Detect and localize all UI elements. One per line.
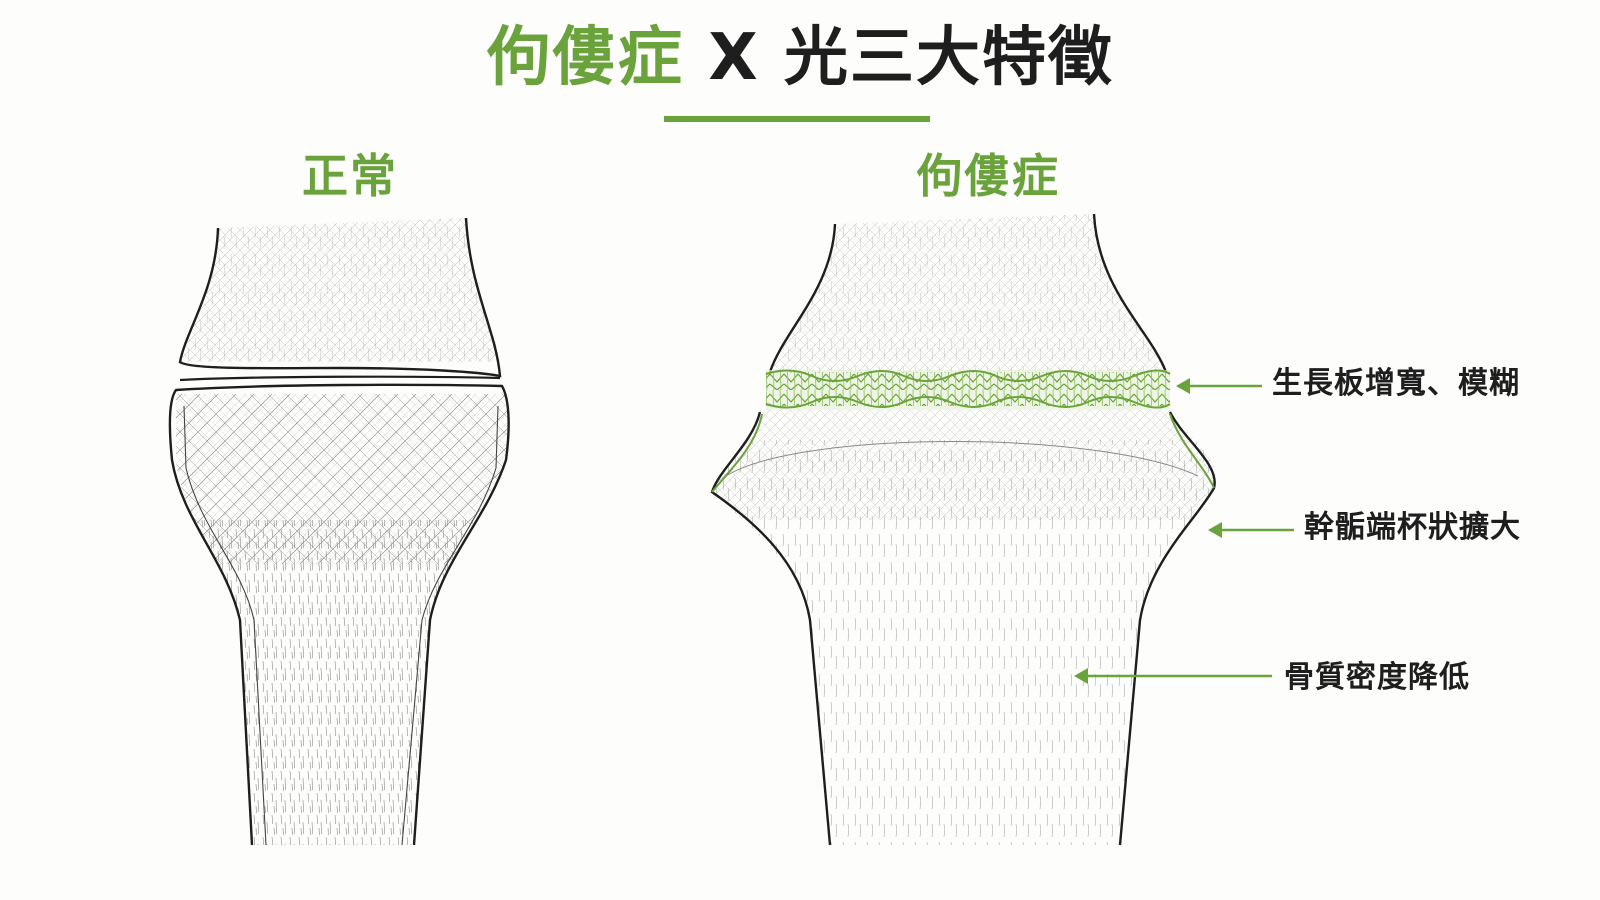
label-rickets: 佝僂症 [916,149,1060,203]
rickets-bone [710,213,1216,846]
normal-epiphysis-texture [182,218,500,362]
annotation-arrows [1074,378,1294,684]
title-underline [664,116,930,122]
rickets-metaphysis-texture [712,410,1216,845]
normal-growth-plate [179,375,501,382]
normal-shaft-outline [168,383,510,846]
label-normal: 正常 [302,149,398,203]
rickets-shaft-right [1118,411,1216,846]
annotation-growth-plate: 生長板增寬、模糊 [1272,366,1520,401]
rickets-shaft-left [710,411,832,846]
rickets-cup-line [725,441,1199,477]
normal-epiphysis-outline [178,217,502,378]
title-rickets: 佝僂症 [486,21,685,95]
annotation-density: 骨質密度降低 [1284,660,1470,695]
normal-metaphysis-texture [176,394,508,845]
page-title: 佝僂症 X 光三大特徵 [0,18,1600,98]
rickets-cupping-highlight [711,413,1215,493]
normal-cortex-inner [183,405,499,846]
rickets-epiphysis-texture [770,214,1166,372]
rickets-epiphysis-outline [768,213,1168,373]
title-xray-features: X 光三大特徵 [708,21,1114,95]
normal-bone [168,217,510,846]
rickets-growth-plate [765,369,1171,410]
annotation-metaphysis: 幹骺端杯狀擴大 [1304,510,1521,545]
